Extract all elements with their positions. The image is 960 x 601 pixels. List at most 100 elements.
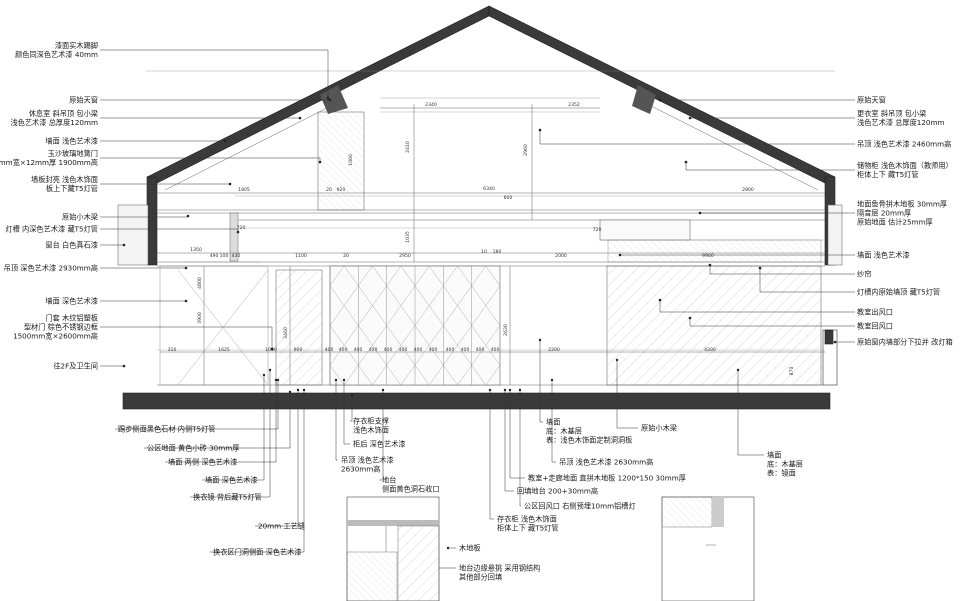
leader-dot <box>503 388 507 392</box>
leader-line <box>689 318 855 327</box>
left-label-l7: 原始小木梁 <box>62 213 98 222</box>
left-label-l1: 漆面实木踢脚 <box>55 41 98 50</box>
bottom-label-b19: 底：木基层 <box>767 460 803 469</box>
right-label-r2: 更衣室 斜吊顶 包小梁 <box>857 109 926 118</box>
bottom-label-b7: 墙面 两侧 深色艺术漆 <box>168 458 237 467</box>
dimension-label: 2800 <box>742 187 754 193</box>
bottom-label-b15: 教室+走廊地面 直拼木地板 1200*150 30mm厚 <box>528 474 686 483</box>
leader-line <box>255 390 299 527</box>
right-label-r4: 储物柜 浅色木饰面（教师用） <box>857 161 953 170</box>
leader-dot <box>296 388 300 392</box>
right-label-r2: 浅色艺术漆 总厚度120mm <box>857 118 945 127</box>
bottom-label-b3: 吊顶 浅色艺术漆 <box>341 456 394 465</box>
right-label-r5: 原始地面 估计25mm厚 <box>857 218 933 227</box>
leader-line <box>659 300 855 313</box>
right-window-reveal <box>827 204 843 266</box>
bottom-label-b14: 吊顶 浅色艺术漆 2630mm高 <box>559 458 653 467</box>
bottom-label-b1: 浅色木饰面 <box>353 426 389 435</box>
left-label-l12: 门套 木纹铝塑板 <box>45 314 98 323</box>
right-label-r7: 纱帘 <box>857 270 871 279</box>
leader-line <box>210 390 305 553</box>
beam-section <box>229 212 239 262</box>
bottom-label-b9: 换衣镜 背后藏T5灯管 <box>193 493 262 502</box>
leader-line <box>759 268 855 293</box>
leader-dot <box>736 368 740 372</box>
leader-line <box>616 360 638 429</box>
leader-line <box>100 157 321 162</box>
leader-dot <box>658 298 662 302</box>
dimension-label: 400 <box>491 347 500 353</box>
leader-dot <box>618 253 622 257</box>
left-label-l12: 1500mm宽×2600mm高 <box>13 332 98 341</box>
dimension-label: 1350 <box>190 247 202 253</box>
bottom-label-b18: 柜体上下 藏T5灯管 <box>497 524 559 533</box>
bottom-label-b18: 存衣柜 浅色木饰面 <box>497 515 557 524</box>
left-label-l10: 吊顶 深色艺术漆 2930mm高 <box>4 264 98 273</box>
bottom-label-b19: 表：镜面 <box>767 469 796 478</box>
right-label-r1: 原始天窗 <box>857 96 886 105</box>
roof-and-walls <box>122 5 838 410</box>
leader-dot <box>184 299 188 303</box>
leader-dot <box>508 388 512 392</box>
dimension-label: 400 <box>476 347 485 353</box>
dimension-label: 600 <box>504 195 513 201</box>
dimension-label: 1100 <box>295 253 307 259</box>
dimension-label: 400 <box>325 347 334 353</box>
leader-line <box>165 380 277 463</box>
bottom-label-b5: 踢步侧面黑色石材 内侧T5灯管 <box>118 425 216 434</box>
dimension-label: 2410 <box>405 141 411 153</box>
left-label-l11: 墙面 深色艺术漆 <box>45 297 98 306</box>
leader-dot <box>268 368 272 372</box>
leader-dot <box>302 388 306 392</box>
bottom-label-b3: 2630mm高 <box>341 465 380 474</box>
dimension-label: 490 <box>210 253 219 259</box>
left-label-l3: 休息室 斜吊顶 包小梁 <box>29 109 98 118</box>
leader-dot <box>122 364 126 368</box>
wardrobe-diamond <box>414 344 444 386</box>
dimension-label: 400 <box>414 347 423 353</box>
bottom-label-b8: 墙面 深色艺术漆 <box>205 476 258 485</box>
dimension-label: 2340 <box>425 102 437 108</box>
leader-dot <box>538 338 542 342</box>
right-label-r5: 地面鱼骨拼木地板 30mm厚 <box>857 200 947 209</box>
leader-line <box>551 380 556 463</box>
leader-dot <box>228 182 232 186</box>
bottom-label-b1: 存衣柜支撑 <box>353 417 389 426</box>
leader-line <box>737 370 764 456</box>
right-label-r3: 吊顶 浅色艺术漆 2460mm高 <box>857 140 951 149</box>
left-wall-upper <box>146 176 158 266</box>
detail-2 <box>661 496 755 601</box>
bottom-label-b10: 20mm 工艺缝 <box>258 522 305 531</box>
leader-dot <box>236 230 240 234</box>
dimension-label: 3460 <box>283 327 289 339</box>
dimension-label: 400 <box>429 347 438 353</box>
dimension-label: 2960 <box>523 144 529 156</box>
leader-dot <box>688 316 692 320</box>
dimension-label: 1805 <box>238 187 250 193</box>
left-label-l9: 窗台 白色真石漆 <box>45 241 98 250</box>
bottom-label-b11: 换衣区门洞侧面 深色艺术漆 <box>213 548 302 557</box>
dimension-label: 180 <box>493 249 502 255</box>
leader-line <box>350 395 353 422</box>
left-label-l6: 板上下藏T5灯管 <box>46 184 98 193</box>
dimension-label: 4200 <box>704 347 716 353</box>
wardrobe-diamond-pattern <box>329 265 501 386</box>
floor-slab <box>122 392 831 410</box>
leader-dot <box>698 211 702 215</box>
dimension-lines <box>157 104 825 385</box>
dimension-label: 4800 <box>197 277 203 289</box>
left-label-l6: 墙板封亮 浅色木饰面 <box>31 175 98 184</box>
wardrobe-diamond <box>443 344 472 386</box>
dimension-label: 2000 <box>555 253 567 259</box>
leader-line <box>489 390 494 520</box>
mirror-panel <box>275 269 323 386</box>
dimension-label: 9900 <box>702 253 714 259</box>
leader-line <box>539 340 543 423</box>
leader-dot <box>550 378 554 382</box>
left-label-l3: 浅色艺术漆 总厚度120mm <box>10 118 98 127</box>
corridor-x <box>177 261 269 386</box>
leader-dot <box>184 266 188 270</box>
